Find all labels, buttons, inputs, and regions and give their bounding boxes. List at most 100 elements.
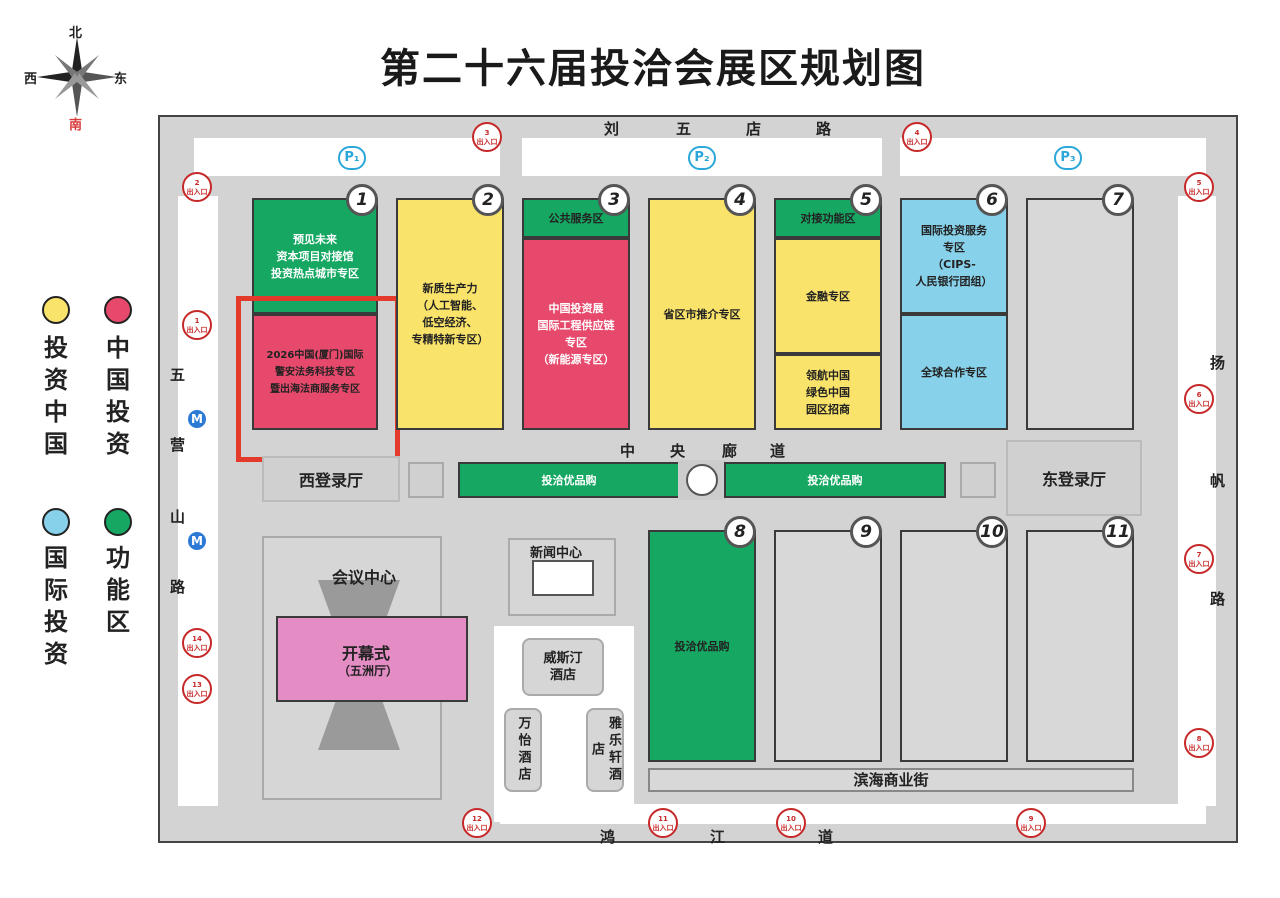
- legend-label-green: 功能区: [106, 544, 130, 636]
- opening-hall-label: 开幕式: [342, 644, 391, 663]
- hall-1-bottom[interactable]: 2026中国(厦门)国际 警安法务科技专区 暨出海法商服务专区: [252, 314, 378, 430]
- hall-5-number: 5: [850, 184, 882, 216]
- exit-number: 12: [472, 815, 482, 823]
- hall-8-number: 8: [724, 516, 756, 548]
- exit-label: 出入口: [186, 644, 208, 652]
- hall-10-number: 10: [976, 516, 1008, 548]
- east-lobby[interactable]: 东登录厅: [1006, 440, 1142, 516]
- hall-1-number: 1: [346, 184, 378, 216]
- hall-5-mid[interactable]: 金融专区: [774, 238, 882, 354]
- exit-number: 6: [1196, 391, 1202, 399]
- metro-icon-north[interactable]: M: [186, 408, 208, 430]
- parking-p2-icon[interactable]: P₂: [688, 146, 716, 170]
- hall-7-number: 7: [1102, 184, 1134, 216]
- corridor-block-west: [408, 462, 444, 498]
- hall-10[interactable]: [900, 530, 1008, 762]
- hotel-yale[interactable]: 雅乐轩酒店: [586, 708, 624, 792]
- exit-number: 14: [192, 635, 202, 643]
- road-south-3: 道: [818, 828, 834, 846]
- compass-south: 南: [69, 118, 83, 133]
- hall-8[interactable]: 投洽优品购: [648, 530, 756, 762]
- exit-label: 出入口: [476, 138, 498, 146]
- metro-icon-south[interactable]: M: [186, 530, 208, 552]
- road-north-1: 刘: [604, 120, 620, 138]
- hall-4-number: 4: [724, 184, 756, 216]
- page-title: 第二十六届投洽会展区规划图: [380, 46, 926, 92]
- legend-label-blue: 国际投资: [44, 544, 68, 668]
- rotunda-circle-icon: [686, 464, 718, 496]
- compass-rose-icon: [37, 37, 117, 117]
- hall-6-bottom[interactable]: 全球合作专区: [900, 314, 1008, 430]
- exit-number: 2: [194, 179, 200, 187]
- road-south-1: 鸿: [600, 828, 616, 846]
- conference-label: 会议中心: [332, 568, 397, 587]
- exit-number: 9: [1028, 815, 1034, 823]
- road-south-2: 江: [710, 828, 726, 846]
- hall-7[interactable]: [1026, 198, 1134, 430]
- road-north-4: 路: [816, 120, 832, 138]
- hall-11[interactable]: [1026, 530, 1134, 762]
- hall-3-bottom[interactable]: 中国投资展 国际工程供应链 专区 （新能源专区）: [522, 238, 630, 430]
- hall-1-top[interactable]: 预见未来 资本项目对接馆 投资热点城市专区: [252, 198, 378, 314]
- exit-label: 出入口: [1188, 188, 1210, 196]
- opening-hall-sublabel: （五洲厅）: [338, 664, 399, 678]
- hotel-westin[interactable]: 威斯汀 酒店: [522, 638, 604, 696]
- road-west-2: 营: [170, 436, 186, 454]
- commercial-street[interactable]: 滨海商业街: [648, 768, 1134, 792]
- exit-label: 出入口: [1020, 824, 1042, 832]
- compass-east: 东: [114, 72, 128, 87]
- west-walkway: [178, 196, 218, 806]
- parking-p1-icon[interactable]: P₁: [338, 146, 366, 170]
- compass-north: 北: [69, 26, 83, 41]
- parking-p3-icon[interactable]: P₃: [1054, 146, 1082, 170]
- hall-3-number: 3: [598, 184, 630, 216]
- exit-number: 11: [658, 815, 668, 823]
- exit-label: 出入口: [466, 824, 488, 832]
- west-lobby[interactable]: 西登录厅: [262, 456, 400, 502]
- compass: 北 南 西 东: [22, 22, 132, 133]
- exit-number: 7: [1196, 551, 1202, 559]
- opening-hall[interactable]: [276, 616, 468, 702]
- hall-9[interactable]: [774, 530, 882, 762]
- exit-label: 出入口: [1188, 400, 1210, 408]
- exit-label: 出入口: [186, 326, 208, 334]
- corridor-label-2: 央: [670, 442, 686, 460]
- hall-4[interactable]: 省区市推介专区: [648, 198, 756, 430]
- exit-number: 8: [1196, 735, 1202, 743]
- corridor-label-4: 道: [770, 442, 786, 460]
- exit-number: 13: [192, 681, 202, 689]
- hall-6-top[interactable]: 国际投资服务 专区 （CIPS- 人民银行团组）: [900, 198, 1008, 314]
- corridor-label-1: 中: [620, 442, 636, 460]
- hall-2[interactable]: 新质生产力 （人工智能、 低空经济、 专精特新专区）: [396, 198, 504, 430]
- legend-dot-blue: [42, 508, 70, 536]
- road-north-3: 店: [746, 120, 762, 138]
- hall-11-number: 11: [1102, 516, 1134, 548]
- road-west-3: 山: [170, 508, 186, 526]
- legend-label-yellow: 投资中国: [44, 334, 68, 458]
- hotel-wanyi[interactable]: 万怡酒店: [504, 708, 542, 792]
- exit-label: 出入口: [1188, 744, 1210, 752]
- highlight-box: [236, 296, 400, 462]
- corridor-shop-east[interactable]: 投洽优品购: [724, 462, 946, 498]
- hall-6-number: 6: [976, 184, 1008, 216]
- corridor-shop-west[interactable]: 投洽优品购: [458, 462, 680, 498]
- parking-strip-3: [900, 138, 1206, 176]
- hall-2-number: 2: [472, 184, 504, 216]
- road-west-1: 五: [170, 366, 186, 384]
- hall-5-bottom[interactable]: 领航中国 绿色中国 园区招商: [774, 354, 882, 430]
- exit-label: 出入口: [906, 138, 928, 146]
